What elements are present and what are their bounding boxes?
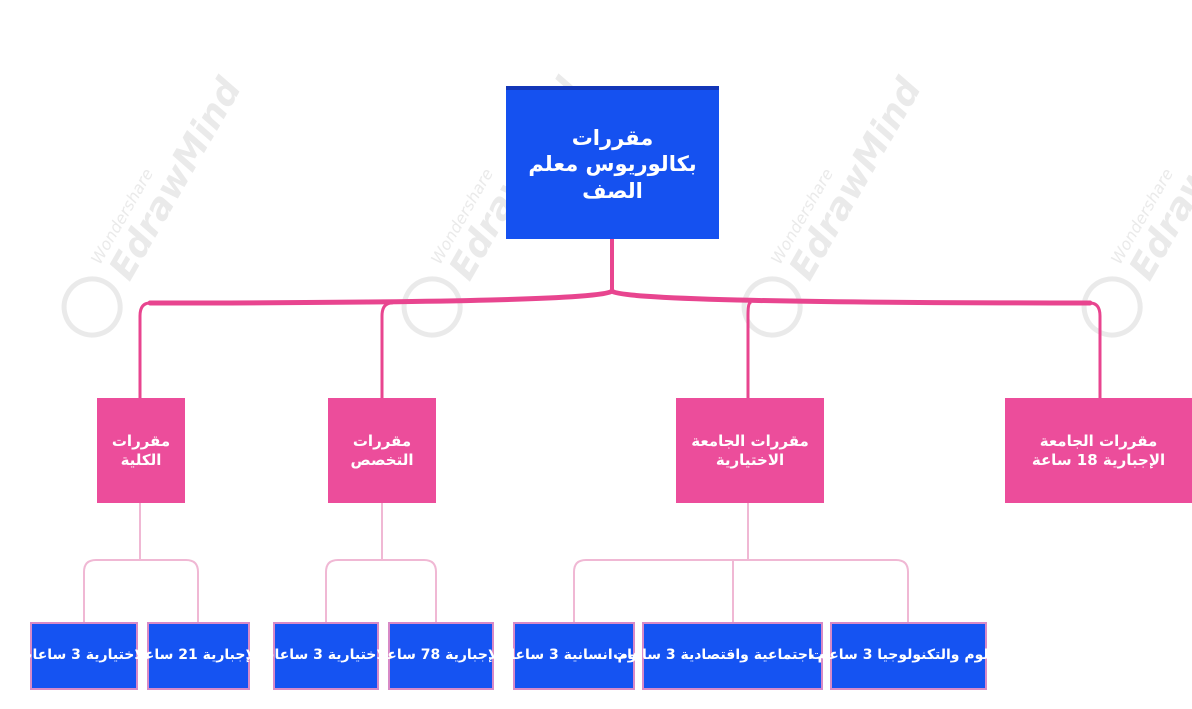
leaf-node-science-technology[interactable]: العلوم والتكنولوجيا 3 ساعات <box>810 622 1007 690</box>
category-node-label: مقررات الكلية <box>111 431 171 469</box>
leaf-connectors <box>83 503 909 622</box>
branch-right-line <box>609 288 1093 306</box>
connector-elective-leaves <box>573 503 909 622</box>
leaf-node-humanities[interactable]: علوم انسانية 3 ساعات <box>496 622 652 690</box>
category-node-major[interactable]: مقررات التخصص <box>328 398 436 503</box>
category-node-label: مقررات الجامعة الإجبارية 18 ساعة <box>1031 431 1166 469</box>
category-node-label: مقررات الجامعة الاختيارية <box>691 431 809 469</box>
leaf-node-major-elective[interactable]: الاختيارية 3 ساعات <box>260 622 392 690</box>
leaf-node-college-mandatory[interactable]: الإجبارية 21 ساعة <box>136 622 261 690</box>
leaf-node-social-economic[interactable]: علوم اجتماعية واقتصادية 3 ساعات <box>613 622 852 690</box>
category-node-college[interactable]: مقررات الكلية <box>97 398 185 503</box>
leaf-node-label: علوم اجتماعية واقتصادية 3 ساعات <box>613 647 852 664</box>
leaf-node-college-elective[interactable]: الاختيارية 3 ساعات <box>18 622 150 690</box>
connector-major-leaves <box>325 503 437 622</box>
branch-left-line <box>147 288 615 306</box>
connector-major <box>380 301 394 400</box>
main-connectors <box>138 237 1102 400</box>
leaf-node-label: الإجبارية 78 ساعة <box>378 647 504 664</box>
connector-college-leaves <box>83 503 199 622</box>
connector-elective <box>746 301 752 400</box>
leaf-node-label: الإجبارية 21 ساعة <box>136 647 261 664</box>
connector-mandatory <box>1088 301 1102 400</box>
leaf-node-major-mandatory[interactable]: الإجبارية 78 ساعة <box>379 622 503 690</box>
category-node-university-mandatory[interactable]: مقررات الجامعة الإجبارية 18 ساعة <box>1005 398 1192 503</box>
category-node-label: مقررات التخصص <box>350 431 414 469</box>
leaf-node-label: العلوم والتكنولوجيا 3 ساعات <box>809 647 1008 664</box>
root-node[interactable]: مقررات بكالوريوس معلم الصف <box>506 86 719 239</box>
root-node-label: مقررات بكالوريوس معلم الصف <box>528 126 697 203</box>
leaf-node-label: الاختيارية 3 ساعات <box>18 647 150 664</box>
leaf-node-label: الاختيارية 3 ساعات <box>260 647 392 664</box>
category-node-university-elective[interactable]: مقررات الجامعة الاختيارية <box>676 398 824 503</box>
connector-college <box>138 301 152 400</box>
leaf-node-label: علوم انسانية 3 ساعات <box>496 647 652 664</box>
